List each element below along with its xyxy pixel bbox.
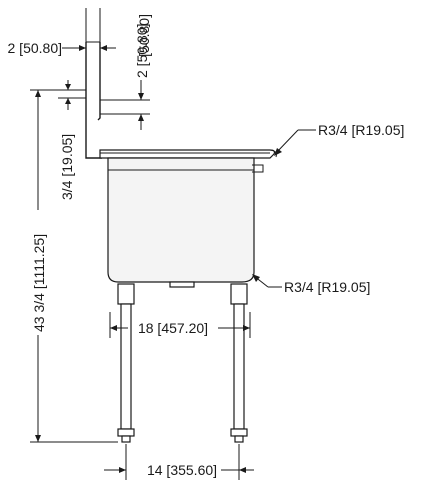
dimension-leg-spacing-top: 18 [457.20]: [109, 312, 251, 338]
dimension-label-overall-height: 43 3/4 [1111.25]: [31, 234, 47, 332]
label-bowl-corner-radius: R3/4 [R19.05]: [284, 279, 370, 295]
leader-bowl-corner-radius: R3/4 [R19.05]: [252, 274, 370, 295]
leader-front-edge-radius: R3/4 [R19.05]: [274, 122, 404, 156]
dimension-label-backsplash-depth: 2 [50.80]: [134, 24, 150, 79]
sink-top-deck: [99, 149, 277, 159]
drain-outlet: [169, 281, 195, 288]
label-front-edge-radius: R3/4 [R19.05]: [318, 122, 404, 138]
dimension-backsplash-height: 3/4 [19.05]: [58, 80, 86, 200]
dimension-leg-spacing-bottom: 14 [355.60]: [104, 444, 254, 480]
backsplash: [85, 41, 102, 159]
dimension-overall-height: 43 3/4 [1111.25]: [30, 89, 118, 443]
dimension-backsplash-width: 2 [50.80]: [8, 8, 116, 56]
dimension-label-backsplash-depth-top: [50.80]: [136, 14, 152, 57]
dimension-backsplash-depth: 2 [50.80] [50.80]: [100, 14, 152, 130]
dimension-label-leg-spacing-bottom: 14 [355.60]: [147, 462, 217, 478]
sink-bowl: [107, 157, 264, 283]
dimension-label-backsplash-height: 3/4 [19.05]: [59, 134, 75, 200]
right-leg: [230, 283, 248, 443]
left-leg: [117, 283, 135, 443]
dimension-label-leg-spacing-top: 18 [457.20]: [138, 320, 208, 336]
dimension-label-backsplash-width: 2 [50.80]: [8, 40, 63, 56]
